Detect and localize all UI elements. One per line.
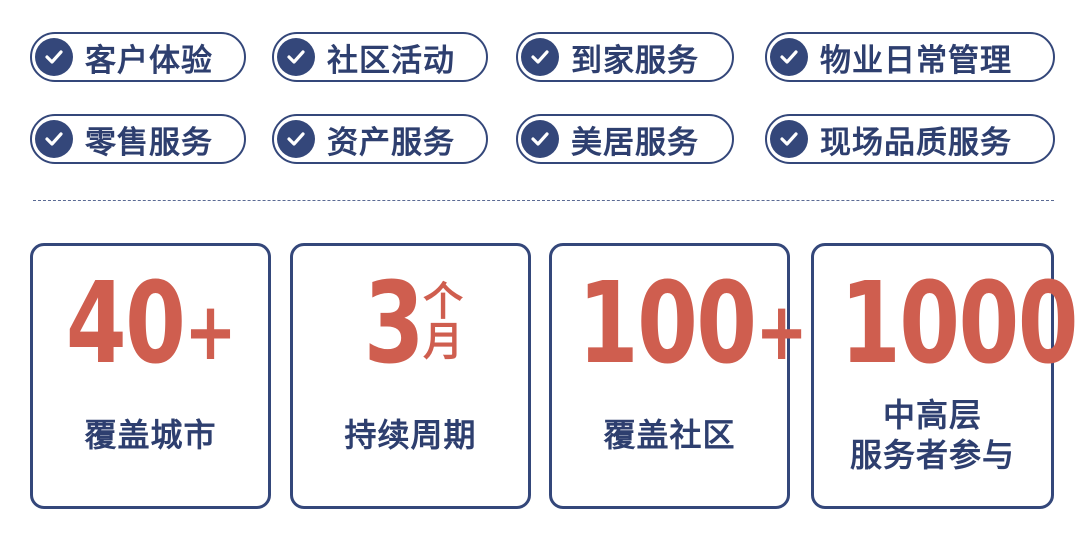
tag-label: 客户体验 [85,42,213,79]
check-circle-icon [521,38,559,76]
stat-suffix: + [184,285,236,378]
check-circle-icon [521,120,559,158]
stat-suffix: + [1077,285,1080,378]
tag-label: 物业日常管理 [820,42,1012,79]
tag-customer-experience: 客户体验 [30,32,246,82]
stat-caption-line2: 服务者参与 [849,436,1015,474]
tag-community-activity: 社区活动 [272,32,488,82]
stat-caption: 覆盖社区 [603,416,736,454]
stat-number: 40+ [59,268,242,380]
tag-label: 现场品质服务 [820,124,1012,161]
tag-label: 零售服务 [85,124,213,161]
check-circle-icon [277,38,315,76]
tag-home-decor-service: 美居服务 [516,114,734,164]
stat-unit: 个月 [423,279,463,365]
tag-label: 到家服务 [571,42,699,79]
check-circle-icon [35,120,73,158]
stat-card-communities: 100+ 覆盖社区 [549,243,808,509]
dashed-divider [33,200,1054,201]
tag-onsite-quality-service: 现场品质服务 [765,114,1055,164]
stat-value: 40 [65,259,186,389]
tag-label: 美居服务 [571,124,699,161]
stat-caption: 覆盖城市 [84,416,217,454]
stat-number: 1000+ [840,268,1080,380]
unit-top: 个 [423,279,463,325]
check-circle-icon [770,120,808,158]
tag-label: 资产服务 [327,124,455,161]
stat-caption: 持续周期 [344,416,477,454]
check-circle-icon [35,38,73,76]
stat-card-cities: 40+ 覆盖城市 [30,243,271,509]
unit-bottom: 月 [423,319,463,365]
tag-property-management: 物业日常管理 [765,32,1055,82]
tag-label: 社区活动 [327,42,455,79]
check-circle-icon [277,120,315,158]
stat-caption-line1: 中高层 [882,396,982,434]
check-circle-icon [770,38,808,76]
stat-value: 3 [363,259,425,389]
tag-asset-service: 资产服务 [272,114,488,164]
stat-value: 1000 [840,259,1078,389]
tag-home-service: 到家服务 [516,32,734,82]
stat-suffix: + [755,285,808,378]
tag-retail-service: 零售服务 [30,114,246,164]
stat-value: 100 [577,259,757,389]
stat-number: 100+ [578,268,808,380]
stat-card-participants: 1000+ 中高层 服务者参与 [811,243,1080,509]
